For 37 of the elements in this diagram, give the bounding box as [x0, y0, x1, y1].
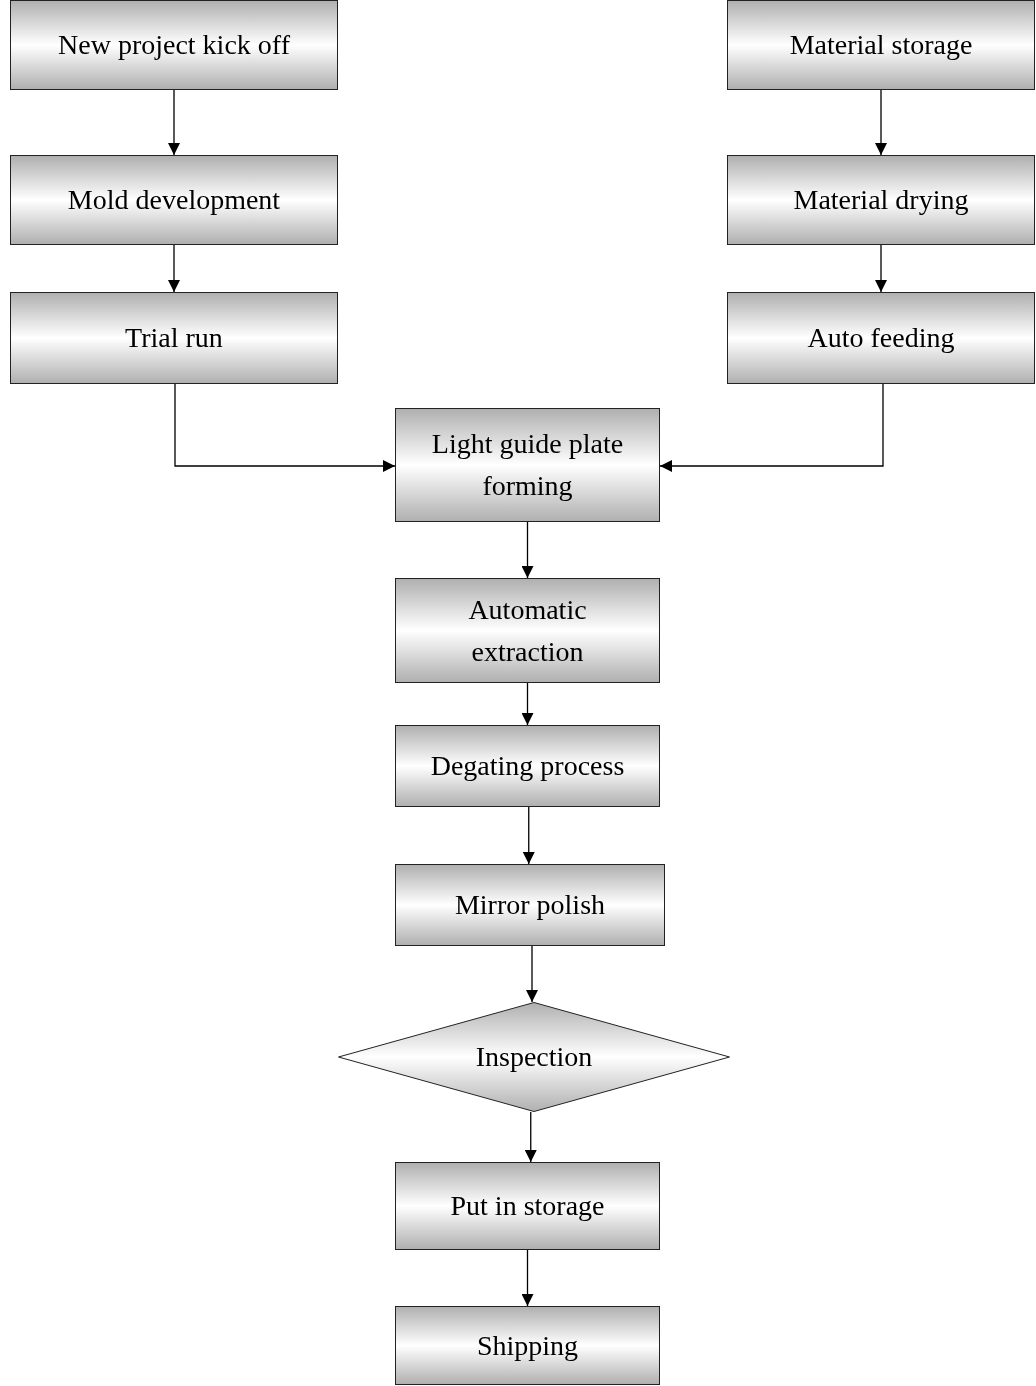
node-label: Material drying — [792, 183, 970, 217]
arrow — [524, 1111, 537, 1163]
arrow — [875, 244, 887, 293]
process-box — [395, 725, 660, 807]
process-box — [395, 864, 665, 946]
node-label: Trial run — [124, 321, 224, 355]
process-box — [727, 0, 1035, 90]
node-label: Automatic extraction — [467, 592, 588, 669]
node-label: Light guide plate forming — [430, 427, 625, 503]
node-label: Inspection — [474, 1040, 594, 1074]
arrow — [168, 244, 180, 293]
arrow — [168, 89, 180, 156]
node-label: Shipping — [475, 1328, 580, 1363]
node-label: Mold development — [66, 183, 282, 217]
process-box — [10, 155, 338, 245]
arrow — [174, 383, 396, 472]
arrow — [521, 682, 534, 726]
arrow — [521, 521, 534, 579]
arrow — [526, 945, 538, 1003]
process-box — [395, 1306, 660, 1385]
process-box — [395, 578, 660, 683]
node-label: New project kick off — [57, 28, 291, 62]
process-box — [10, 0, 338, 90]
arrow — [875, 89, 887, 156]
process-box — [395, 408, 660, 522]
process-box — [395, 1162, 660, 1250]
node-label: Degating process — [429, 749, 626, 783]
node-label: Mirror polish — [453, 888, 607, 922]
process-box — [727, 155, 1035, 245]
process-box — [727, 292, 1035, 384]
arrow — [659, 383, 884, 472]
process-box — [10, 292, 338, 384]
node-label: Material storage — [788, 28, 974, 62]
node-label: Auto feeding — [806, 321, 956, 355]
arrow — [522, 806, 535, 865]
arrow — [521, 1249, 534, 1307]
node-label: Put in storage — [449, 1189, 606, 1223]
